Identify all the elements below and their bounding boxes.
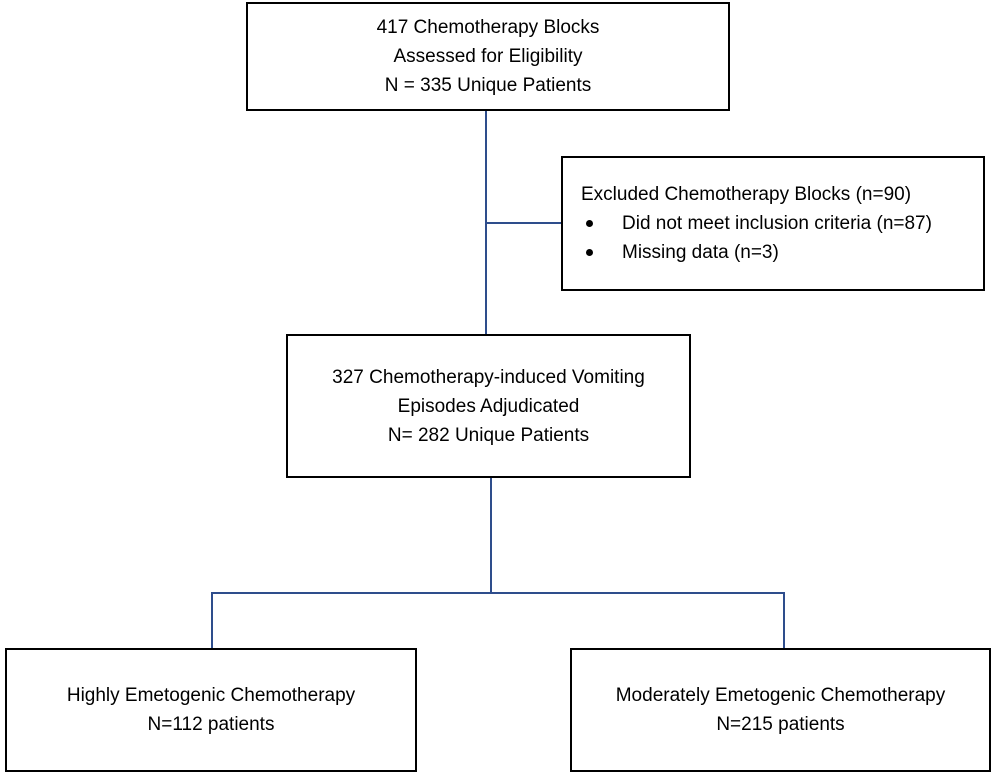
adjudicated-label-text: Episodes Adjudicated [397,395,580,417]
highly-emetogenic-box: Highly Emetogenic Chemotherapy N=112 pat… [5,648,417,772]
adjudicated-patients-text: N= 282 Unique Patients [387,424,590,446]
connector-split-horizontal [211,592,785,594]
assessed-patients-text: N = 335 Unique Patients [384,75,592,96]
connector-to-moderately [783,592,785,648]
adjudicated-box: 327 Chemotherapy-induced Vomiting Episod… [286,334,691,478]
moderately-emetogenic-count: N=215 patients [716,714,845,735]
highly-emetogenic-title: Highly Emetogenic Chemotherapy [66,685,356,706]
bullet-icon [586,220,593,227]
excluded-title: Excluded Chemotherapy Blocks (n=90) [581,184,912,205]
assessed-blocks-text: 417 Chemotherapy Blocks [376,17,600,38]
connector-branch-to-excluded [485,222,561,224]
excluded-bullet-text: Missing data (n=3) [622,242,779,263]
adjudicated-episodes-text: 327 Chemotherapy-induced Vomiting [332,366,645,388]
bullet-icon [586,249,593,256]
assessed-eligibility-text: Assessed for Eligibility [393,46,583,67]
moderately-emetogenic-title: Moderately Emetogenic Chemotherapy [615,685,946,706]
excluded-bullet-text: Did not meet inclusion criteria (n=87) [622,213,932,234]
assessed-box: 417 Chemotherapy Blocks Assessed for Eli… [246,2,730,111]
excluded-bullet-item: Did not meet inclusion criteria (n=87) [581,209,932,238]
excluded-bullet-item: Missing data (n=3) [581,238,779,267]
excluded-box: Excluded Chemotherapy Blocks (n=90) Did … [561,156,985,291]
connector-to-highly [211,592,213,648]
highly-emetogenic-count: N=112 patients [147,714,275,735]
moderately-emetogenic-box: Moderately Emetogenic Chemotherapy N=215… [570,648,991,772]
connector-mid-down [490,478,492,593]
